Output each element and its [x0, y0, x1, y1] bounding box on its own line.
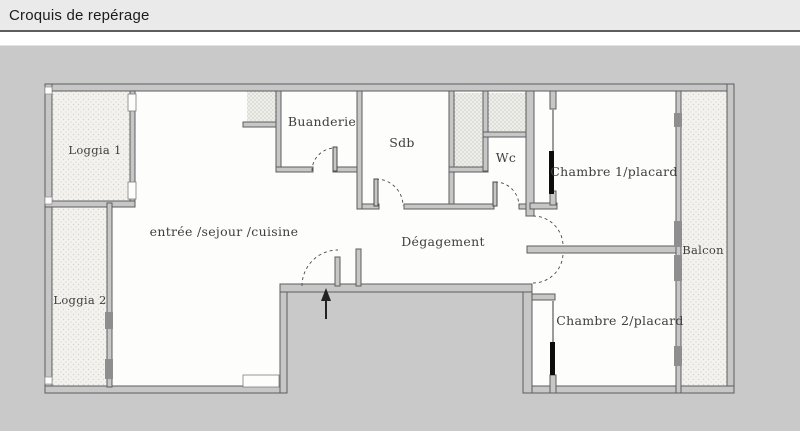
placard2-door — [550, 342, 555, 375]
door-arc-sdb — [375, 178, 404, 207]
loggia-1-area — [52, 91, 130, 201]
room-label-chambre-2: Chambre 2/placard — [556, 313, 683, 328]
door-arc-wc — [494, 181, 520, 207]
door-arc-entrance — [301, 249, 339, 287]
wall-sdb-right — [448, 90, 455, 210]
floorplan-drawing: Loggia 1 Loggia 2 entrée /sejour /cuisin… — [44, 83, 735, 394]
wall-wc-left — [482, 90, 489, 172]
room-label-degagement: Dégagement — [401, 234, 485, 249]
wall-duct1-bottom — [242, 121, 282, 128]
windows — [105, 93, 682, 379]
wall-landing-left — [279, 291, 288, 394]
corner-mark — [44, 86, 53, 95]
duct-area-3 — [488, 93, 526, 132]
wall-left — [44, 83, 53, 394]
page-title: Croquis de repérage — [9, 6, 150, 24]
window-balcon-c — [674, 255, 682, 281]
title-divider — [0, 30, 800, 32]
corner-marks — [44, 86, 53, 385]
window-balcon-d — [674, 346, 682, 366]
wall-entry-stub-b — [355, 248, 362, 287]
title-bar: Croquis de repérage — [0, 0, 800, 30]
placard-doors — [549, 151, 555, 375]
room-label-balcon: Balcon — [682, 243, 724, 257]
door-arc-chambre1 — [532, 215, 564, 247]
room-label-loggia-1: Loggia 1 — [68, 143, 121, 157]
room-label-chambre-1: Chambre 1/placard — [550, 164, 677, 179]
window-balcon-b — [674, 221, 682, 247]
duct-area-1 — [247, 91, 276, 122]
room-label-sdb: Sdb — [389, 135, 414, 150]
wall-landing-top — [279, 283, 533, 293]
wall-entry-stub-a — [334, 256, 341, 287]
wall-buanderie-bottom-a — [275, 166, 314, 173]
room-label-buanderie: Buanderie — [288, 114, 356, 129]
door-leaf-wc — [492, 181, 498, 207]
duct-area-2 — [454, 93, 483, 167]
window-loggia2-b — [105, 359, 113, 379]
placard1-side-panel — [552, 109, 554, 151]
entrance-arrow-icon — [321, 288, 331, 319]
landing-area — [287, 292, 523, 393]
placard2-side-panel — [552, 301, 554, 342]
wall-chambre1-left — [525, 90, 535, 217]
door-arc-chambre2 — [532, 252, 564, 284]
wall-duct2-bottom — [448, 166, 489, 173]
window-loggia1-bottom — [127, 181, 137, 200]
window-loggia2-a — [105, 312, 113, 329]
wall-placard2-top — [531, 293, 556, 301]
floorplan-scan: Loggia 1 Loggia 2 entrée /sejour /cuisin… — [0, 45, 800, 431]
wall-duct3-bottom — [482, 131, 531, 138]
wall-hall-top-b — [403, 203, 495, 210]
room-label-wc: Wc — [496, 150, 516, 165]
door-leaf-buanderie — [332, 146, 338, 172]
corner-mark — [44, 376, 53, 385]
wall-placard1-top — [549, 90, 557, 110]
room-label-sejour: entrée /sejour /cuisine — [150, 224, 299, 239]
door-arcs — [301, 146, 564, 287]
door-arc-buanderie — [311, 147, 336, 172]
wall-chambre-divider — [526, 245, 681, 254]
gap-strip — [0, 32, 800, 45]
entrance-arrow-head — [321, 288, 331, 301]
outdoor-areas — [52, 91, 727, 387]
placard1-door — [549, 151, 554, 194]
wall-buanderie-left — [275, 90, 282, 172]
wall-landing-right — [522, 291, 533, 394]
room-label-loggia-2: Loggia 2 — [53, 293, 106, 307]
balcon-area — [681, 91, 727, 386]
loggia-2-area — [52, 207, 107, 387]
window-balcon-a — [674, 113, 682, 127]
door-leaf-sdb — [373, 178, 379, 207]
wall-top — [44, 83, 735, 92]
window-loggia1-top — [127, 93, 137, 112]
wall-sdb-left — [356, 90, 363, 210]
room-labels: Loggia 1 Loggia 2 entrée /sejour /cuisin… — [53, 114, 724, 328]
bottom-inset-opening — [242, 374, 280, 388]
wall-loggia1-bottom — [44, 200, 136, 208]
wall-hall-top-a — [361, 203, 380, 210]
wall-right — [726, 83, 735, 394]
wall-loggia2-right — [106, 202, 113, 388]
wall-placard2-stub — [549, 374, 557, 394]
wall-placard1-bottom — [529, 202, 558, 210]
corner-mark — [44, 196, 53, 205]
